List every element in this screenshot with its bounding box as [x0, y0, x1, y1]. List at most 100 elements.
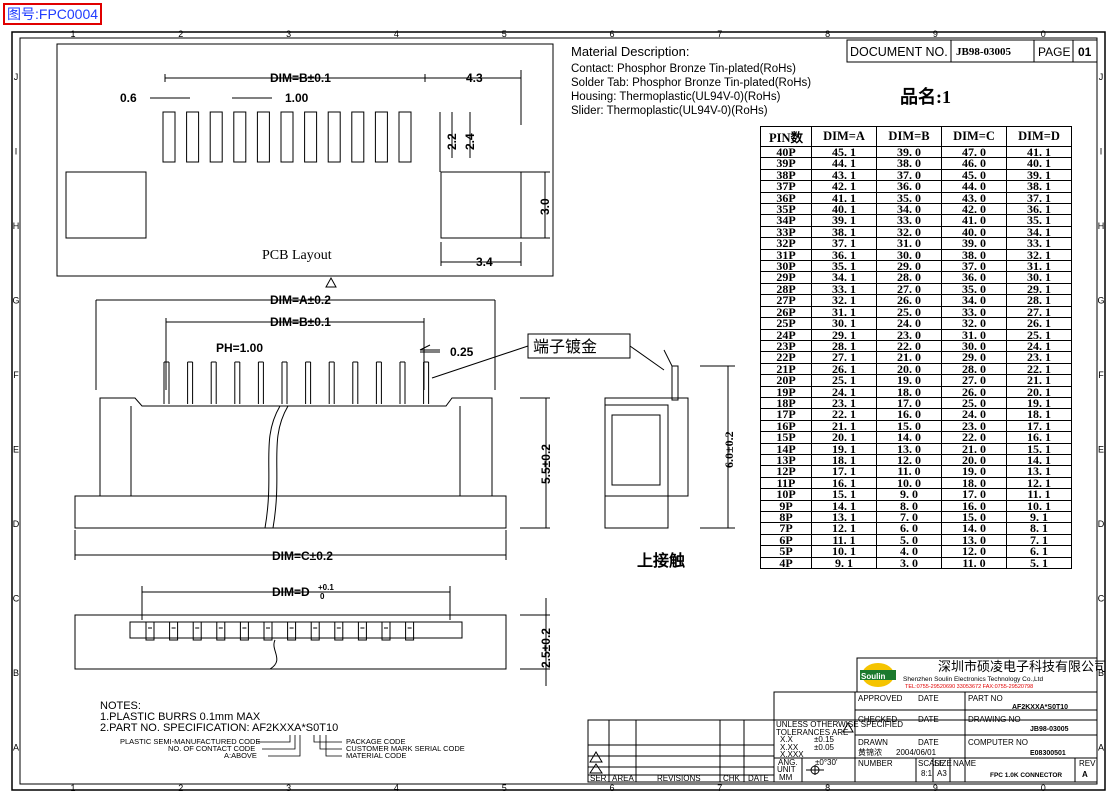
grid-label: H [1098, 221, 1105, 231]
pin-count-cell: 4P [760, 556, 812, 570]
table-header-row: PIN数 DIM=A DIM=B DIM=C DIM=D [760, 126, 1072, 147]
tb-rev: REV [1079, 759, 1096, 768]
tb-size: SIZE [934, 759, 952, 768]
grid-label: C [1098, 594, 1105, 604]
grid-label: E [13, 445, 19, 455]
table-header: PIN数 [760, 126, 812, 147]
material-contact: Contact: Phosphor Bronze Tin-plated(RoHs… [571, 63, 796, 75]
dimension-cell: 6. 0 [876, 522, 942, 535]
dimension-cell: 36. 0 [941, 271, 1007, 284]
dimension-cell: 38. 1 [1006, 180, 1072, 193]
grid-label: 6 [609, 783, 614, 793]
tb-tol: TOLERANCES ARE [776, 728, 848, 737]
grid-label: A [1098, 743, 1104, 753]
pcb-pad [162, 111, 176, 163]
pcb-dim-22: 2.2 [445, 133, 459, 150]
page-value: 01 [1078, 45, 1092, 59]
grid-label: 0 [1041, 29, 1046, 39]
pcb-pad [233, 111, 247, 163]
title-block [587, 691, 1098, 783]
material-slider: Slider: Thermoplastic(UL94V-0)(RoHs) [571, 105, 768, 117]
pcb-pad [327, 111, 341, 163]
material-housing: Housing: Thermoplastic(UL94V-0)(RoHs) [571, 91, 781, 103]
material-heading: Material Description: [571, 44, 690, 59]
grid-label: 5 [502, 783, 507, 793]
tb-part-no-v: AF2KXXA*S0T10 [1012, 704, 1068, 711]
dimension-cell: 19. 0 [941, 465, 1007, 478]
pcb-pad [351, 111, 365, 163]
pcb-dim-30: 3.0 [538, 198, 552, 215]
tb-revisions: REVISIONS [657, 774, 701, 783]
note-code-3: A:ABOVE [224, 751, 257, 760]
grid-label: J [14, 72, 19, 82]
dimension-cell: 15. 0 [941, 511, 1007, 524]
tb-drawing-no-v: JB98-03005 [1030, 726, 1069, 733]
dimension-cell: 10. 1 [811, 545, 877, 558]
dimension-cell: 3. 0 [876, 556, 942, 570]
dimension-cell: 42. 0 [941, 203, 1007, 216]
bottom-pin [310, 622, 320, 641]
dimension-cell: 17. 0 [941, 488, 1007, 501]
dimension-cell: 36. 1 [1006, 203, 1072, 216]
tb-drawn-date: 2004/06/01 [896, 748, 937, 757]
dimension-cell: 14. 0 [941, 522, 1007, 535]
doc-label: DOCUMENT NO. [850, 45, 948, 59]
dimension-cell: 27. 0 [941, 374, 1007, 387]
dimension-cell: 7. 1 [1006, 534, 1072, 547]
dimension-cell: 28. 0 [941, 362, 1007, 376]
grid-label: 4 [394, 783, 399, 793]
front-contact-pins [163, 361, 430, 404]
note-2: 2.PART NO. SPECIFICATION: AF2KXXA*S0T10 [100, 722, 338, 734]
company-name-cn: 深圳市硕凌电子科技有限公司 [938, 659, 1107, 674]
front-pin [187, 361, 194, 404]
bottom-view [74, 586, 550, 686]
front-pitch: PH=1.00 [216, 341, 263, 355]
table-header: DIM=C [941, 126, 1007, 147]
page-label: PAGE [1038, 45, 1070, 59]
pcb-dim-34: 3.4 [476, 255, 493, 269]
dimension-cell: 25. 0 [941, 397, 1007, 410]
grid-label: 3 [286, 29, 291, 39]
note-code-2: NO. OF CONTACT CODE [168, 744, 255, 753]
company-name-en: Shenzhen Soulin Electronics Technology C… [903, 676, 1043, 683]
dimension-cell: 14. 1 [1006, 454, 1072, 467]
tb-date-3: DATE [918, 738, 939, 747]
tb-number: NUMBER [858, 759, 893, 768]
tb-ang-v: ±0°30' [815, 758, 838, 767]
dimension-cell: 4. 0 [876, 545, 942, 558]
bottom-tol-plus: +0.1 [318, 583, 334, 592]
note-code-4: PACKAGE CODE [346, 737, 405, 746]
dimension-cell: 26. 1 [1006, 317, 1072, 330]
pin-count-cell: 7P [760, 522, 812, 535]
bottom-pin [239, 622, 249, 641]
dimension-cell: 15. 1 [1006, 442, 1072, 455]
grid-label: 5 [502, 29, 507, 39]
dimension-cell: 11. 1 [811, 534, 877, 547]
grid-label: 8 [825, 783, 830, 793]
gold-plating-callout: 端子镀金 [527, 333, 665, 371]
grid-label: D [1098, 519, 1105, 529]
bottom-pin [357, 622, 367, 641]
note-1: 1.PLASTIC BURRS 0.1mm MAX [100, 711, 261, 723]
front-pin [328, 361, 335, 404]
grid-label: 0 [1041, 783, 1046, 793]
dimension-cell: 5. 0 [876, 534, 942, 547]
document-header: DOCUMENT NO. JB98-03005 PAGE 01 [846, 39, 1098, 63]
grid-label: 2 [178, 783, 183, 793]
note-code-5: CUSTOMER MARK SERIAL CODE [346, 744, 465, 753]
bottom-contact-pins [145, 622, 415, 641]
pin-count-cell: 23P [760, 340, 812, 353]
front-pin [423, 361, 430, 404]
tb-date-2: DATE [918, 715, 939, 724]
tb-scale: SCALE [918, 759, 944, 768]
tb-computer-no-v: E08300501 [1030, 750, 1066, 757]
side-view [604, 349, 735, 529]
